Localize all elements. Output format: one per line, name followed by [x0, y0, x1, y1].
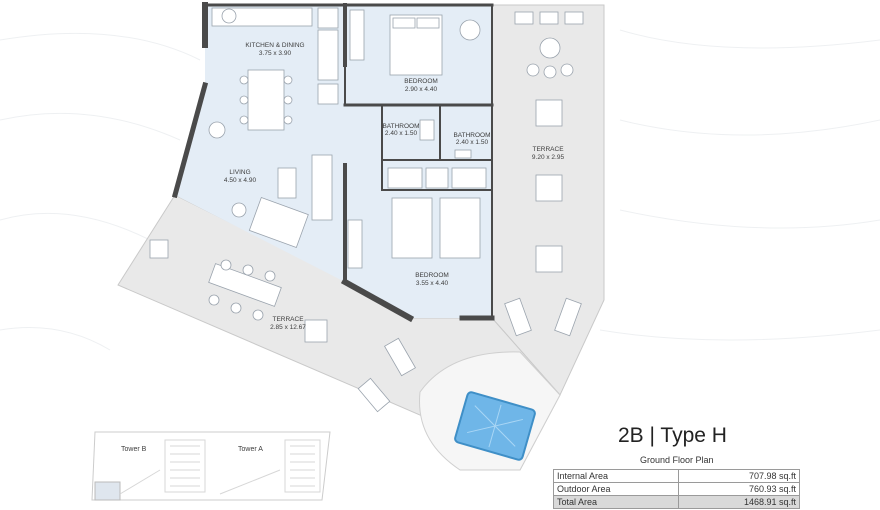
background-contours [0, 29, 880, 351]
bathroom1-name: BATHROOM [382, 123, 419, 130]
south-terrace-furniture [149, 239, 416, 413]
kitchen-name: KITCHEN & DINING [245, 42, 304, 49]
bathroom2-name: BATHROOM [453, 132, 490, 139]
living-furniture [208, 121, 333, 248]
bedroom2-size: 3.55 x 4.40 [416, 280, 449, 287]
kitchen-furniture [211, 7, 339, 131]
table-row: Internal Area 707.98 sq.ft [553, 469, 801, 483]
bedroom1-name: BEDROOM [404, 78, 438, 85]
living-size: 4.50 x 4.90 [224, 177, 257, 184]
area-label: Internal Area [553, 469, 679, 483]
area-value: 1468.91 sq.ft [677, 495, 801, 509]
bedroom2-name: BEDROOM [415, 272, 449, 279]
key-plan: Tower B Tower A [91, 431, 331, 501]
east-terrace-furniture [504, 11, 584, 337]
tower-b-label: Tower B [121, 446, 147, 453]
walls [171, 2, 495, 323]
room-labels: KITCHEN & DINING 3.75 x 3.90 BEDROOM 2.9… [224, 42, 565, 331]
bathroom1-size: 2.40 x 1.50 [385, 130, 418, 137]
terrace-east-name: TERRACE [532, 146, 564, 153]
bedroom1-size: 2.90 x 4.40 [405, 86, 438, 93]
table-row: Total Area 1468.91 sq.ft [553, 495, 801, 509]
area-table: Internal Area 707.98 sq.ft Outdoor Area … [553, 469, 801, 509]
floor-plan-label: Ground Floor Plan [640, 455, 714, 465]
living-name: LIVING [229, 169, 250, 176]
terrace-south-name: TERRACE [272, 316, 304, 323]
bathroom-fixtures [387, 119, 487, 189]
terrace-east-size: 9.20 x 2.95 [532, 154, 565, 161]
table-row: Outdoor Area 760.93 sq.ft [553, 482, 801, 496]
pool-ripples [466, 404, 524, 448]
tower-a-label: Tower A [238, 446, 263, 453]
area-value: 760.93 sq.ft [677, 482, 801, 496]
area-label: Total Area [553, 495, 679, 509]
kitchen-size: 3.75 x 3.90 [259, 50, 292, 57]
bedroom1-furniture [349, 9, 481, 76]
bathroom2-size: 2.40 x 1.50 [456, 139, 489, 146]
terrace-south-size: 2.85 x 12.67 [270, 324, 306, 331]
bedroom2-furniture [347, 197, 481, 269]
area-value: 707.98 sq.ft [677, 469, 801, 483]
area-label: Outdoor Area [553, 482, 679, 496]
unit-title: 2B | Type H [618, 424, 727, 447]
